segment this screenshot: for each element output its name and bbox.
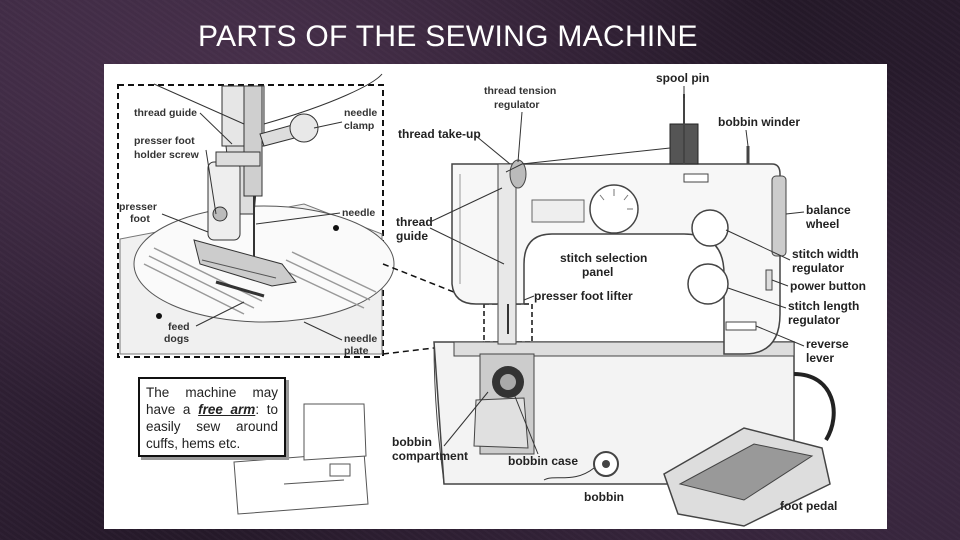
label-feed-dogs: feed dogs (164, 321, 193, 345)
machine-labels: thread tension regulator spool pin bobbi… (392, 71, 866, 513)
label-thread-tension-regulator: thread tension regulator (484, 85, 559, 111)
label-presser-foot: presser foot (119, 201, 160, 225)
label-needle-plate: needle plate (344, 333, 380, 357)
label-needle-clamp: needle clamp (344, 107, 380, 132)
label-bobbin-case: bobbin case (508, 454, 578, 468)
label-stitch-width-regulator: stitch width regulator (792, 247, 862, 275)
slide-title: PARTS OF THE SEWING MACHINE (198, 20, 698, 53)
label-bobbin-compartment: bobbin compartment (392, 435, 468, 463)
label-needle-inset: needle (342, 207, 375, 219)
label-spool-pin: spool pin (656, 71, 709, 85)
label-stitch-length-regulator: stitch length regulator (788, 299, 863, 327)
note-text-after: : to easily sew around cuffs, hems etc. (146, 402, 278, 451)
diagram-panel: thread guide presser foot holder screw p… (104, 64, 887, 529)
note-text-before: The machine may have a (146, 385, 278, 417)
label-presser-foot-lifter: presser foot lifter (534, 289, 633, 303)
label-bobbin-winder: bobbin winder (718, 115, 800, 129)
free-arm-sketch (233, 403, 369, 515)
note-emphasis: free arm (198, 402, 256, 417)
label-presser-foot-holder-screw: presser foot holder screw (134, 135, 200, 161)
label-foot-pedal: foot pedal (780, 499, 837, 513)
label-thread-guide: thread guide (396, 215, 436, 243)
label-balance-wheel: balance wheel (805, 203, 854, 231)
label-power-button: power button (790, 279, 866, 293)
inset-detail: thread guide presser foot holder screw p… (117, 73, 395, 358)
label-thread-take-up: thread take-up (398, 127, 481, 141)
label-thread-guide-top: thread guide (134, 107, 197, 119)
free-arm-note: The machine may have a free arm: to easi… (138, 377, 286, 457)
machine-body (433, 94, 836, 527)
sewing-machine-diagram: thread guide presser foot holder screw p… (117, 71, 866, 527)
label-stitch-selection-panel: stitch selection panel (560, 251, 651, 279)
label-bobbin: bobbin (584, 490, 624, 504)
label-reverse-lever: reverse lever (806, 337, 852, 365)
